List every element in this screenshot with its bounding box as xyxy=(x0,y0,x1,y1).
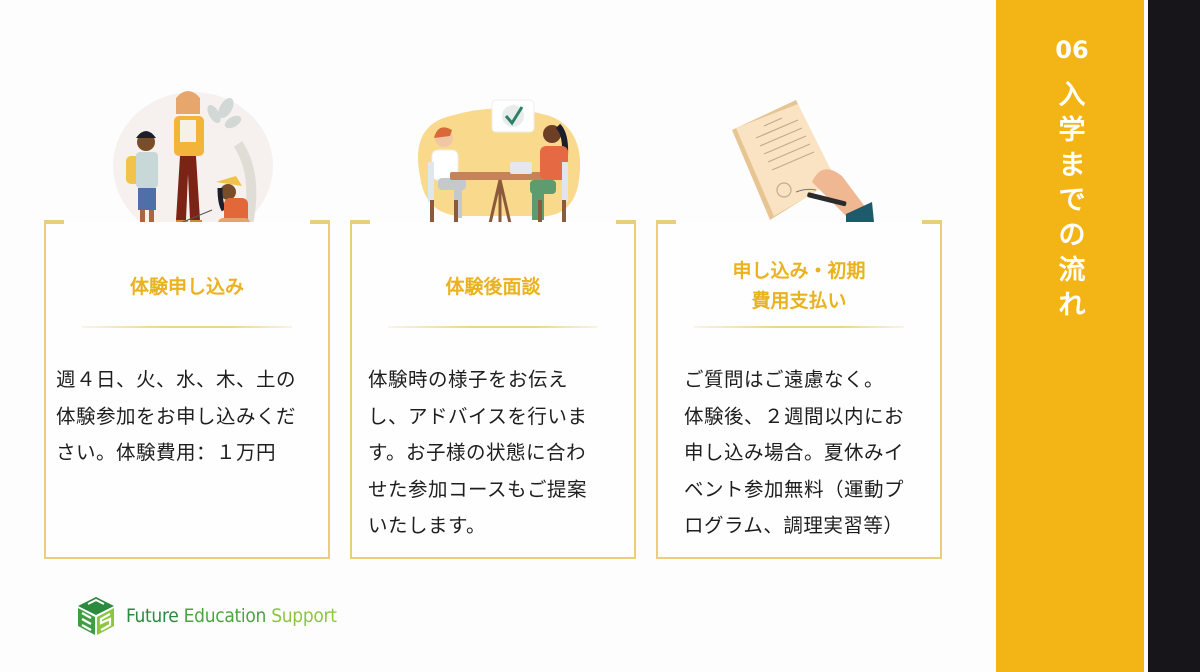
step-title: 体験申し込み xyxy=(129,276,244,298)
step-description: 週４日、火、水、木、土の 体験参加をお申し込みくだ さい。体験費用：１万円 xyxy=(56,368,297,464)
logo-text: Future Education Support xyxy=(126,605,337,627)
divider xyxy=(388,326,598,328)
step-card-3: 申し込み・初期 費用支払い ご質問はご遠慮なく。 体験後、２週間以内にお 申し込… xyxy=(656,220,942,559)
window-edge xyxy=(1148,0,1200,672)
section-title-char: ま xyxy=(1058,150,1086,181)
step-title-line-2: 費用支払い xyxy=(751,290,847,312)
card-corner xyxy=(922,220,942,222)
step-description: ご質問はご遠慮なく。 体験後、２週間以内にお 申し込み場合。夏休みイ ベント参加… xyxy=(684,368,905,537)
section-title-char: 入 xyxy=(1058,80,1086,111)
company-logo: Future Education Support xyxy=(76,595,337,637)
logo-word-future: Future xyxy=(126,605,179,627)
sidebar-edge xyxy=(1144,0,1148,672)
card-corner xyxy=(656,220,676,222)
step-title: 体験後面談 xyxy=(445,276,541,298)
step-card-1: 体験申し込み 週４日、火、水、木、土の 体験参加をお申し込みくだ さい。体験費用… xyxy=(44,220,330,559)
card-corner xyxy=(616,220,636,222)
interview-meeting-illustration xyxy=(418,99,581,233)
section-title-char: で xyxy=(1058,185,1086,216)
divider xyxy=(694,326,904,328)
section-title: 入 学 ま で の 流 れ xyxy=(1059,78,1086,323)
card-corner xyxy=(310,220,330,222)
step-card-2: 体験後面談 体験時の様子をお伝え し、アドバイスを行いま す。お子様の状態に合わ… xyxy=(350,220,636,559)
section-title-char: 流 xyxy=(1058,255,1086,286)
step-description: 体験時の様子をお伝え し、アドバイスを行いま す。お子様の状態に合わ せた参加コ… xyxy=(368,368,588,537)
section-heading: 06 入 学 ま で の 流 れ xyxy=(1048,36,1096,323)
slide: 体験申し込み 週４日、火、水、木、土の 体験参加をお申し込みくだ さい。体験費用… xyxy=(44,91,942,637)
card-corner xyxy=(350,220,370,222)
logo-word-education: Education xyxy=(183,605,267,627)
section-title-char: れ xyxy=(1058,290,1086,321)
section-title-char: 学 xyxy=(1058,115,1086,146)
section-sidebar xyxy=(996,0,1148,672)
signing-document-illustration xyxy=(732,100,876,242)
teacher-with-children-illustration xyxy=(113,91,273,240)
section-title-char: の xyxy=(1058,220,1086,251)
section-number: 06 xyxy=(1055,36,1089,64)
divider xyxy=(82,326,292,328)
fes-cube-logo-icon xyxy=(78,597,114,635)
logo-word-support: Support xyxy=(271,605,337,627)
step-title-line-1: 申し込み・初期 xyxy=(732,260,866,282)
card-corner xyxy=(44,220,64,222)
